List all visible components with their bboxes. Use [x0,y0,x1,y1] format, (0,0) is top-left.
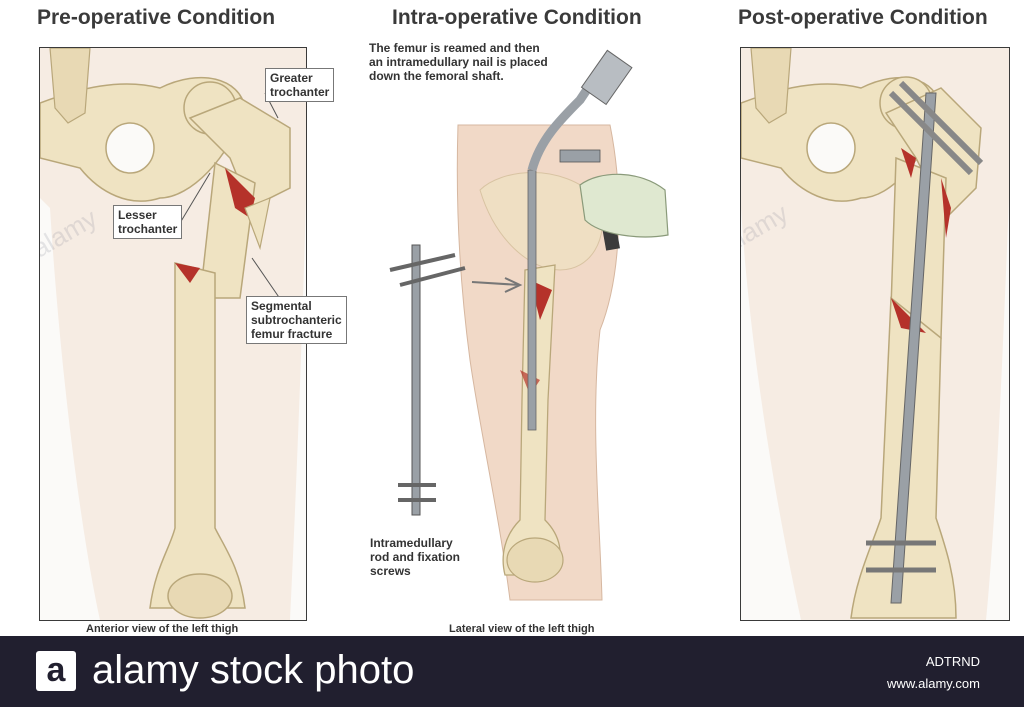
anterior-caption: Anterior view of the left thigh [86,623,239,635]
lesser-trochanter-label: Lesser trochanter [113,205,183,239]
rod-line2: rod and fixation [370,550,460,564]
intra-description: The femur is reamed and then an intramed… [369,41,548,83]
lesser-trochanter-line2: trochanter [118,222,178,236]
post-operative-illustration [741,48,1009,620]
site-url[interactable]: www.alamy.com [887,676,980,691]
intra-desc-line1: The femur is reamed and then [369,41,540,55]
rod-line1: Intramedullary [370,536,453,550]
brand-text: alamy stock photo [92,648,415,692]
post-operative-panel: alamy [740,47,1010,621]
rod-line3: screws [370,564,411,578]
intra-desc-line2: an intramedullary nail is placed [369,55,548,69]
title-intra-operative: Intra-operative Condition [392,6,642,29]
lateral-caption: Lateral view of the left thigh [449,623,595,635]
fracture-line1: Segmental [251,299,312,313]
fracture-line2: subtrochanteric [251,313,342,327]
alamy-logo-icon: a [36,651,76,691]
title-post-operative: Post-operative Condition [738,6,988,29]
pre-operative-illustration [40,48,306,620]
fracture-label: Segmental subtrochanteric femur fracture [246,296,347,344]
greater-trochanter-line1: Greater [270,71,313,85]
stock-footer: a alamy stock photo ADTRND www.alamy.com [0,636,1024,707]
lesser-trochanter-line1: Lesser [118,208,157,222]
greater-trochanter-label: Greater trochanter [265,68,335,102]
intra-desc-line3: down the femoral shaft. [369,69,504,83]
fracture-line3: femur fracture [251,327,333,341]
title-pre-operative: Pre-operative Condition [37,6,276,29]
rod-label: Intramedullary rod and fixation screws [370,536,460,578]
greater-trochanter-line2: trochanter [270,85,330,99]
image-code: ADTRND [925,654,980,669]
